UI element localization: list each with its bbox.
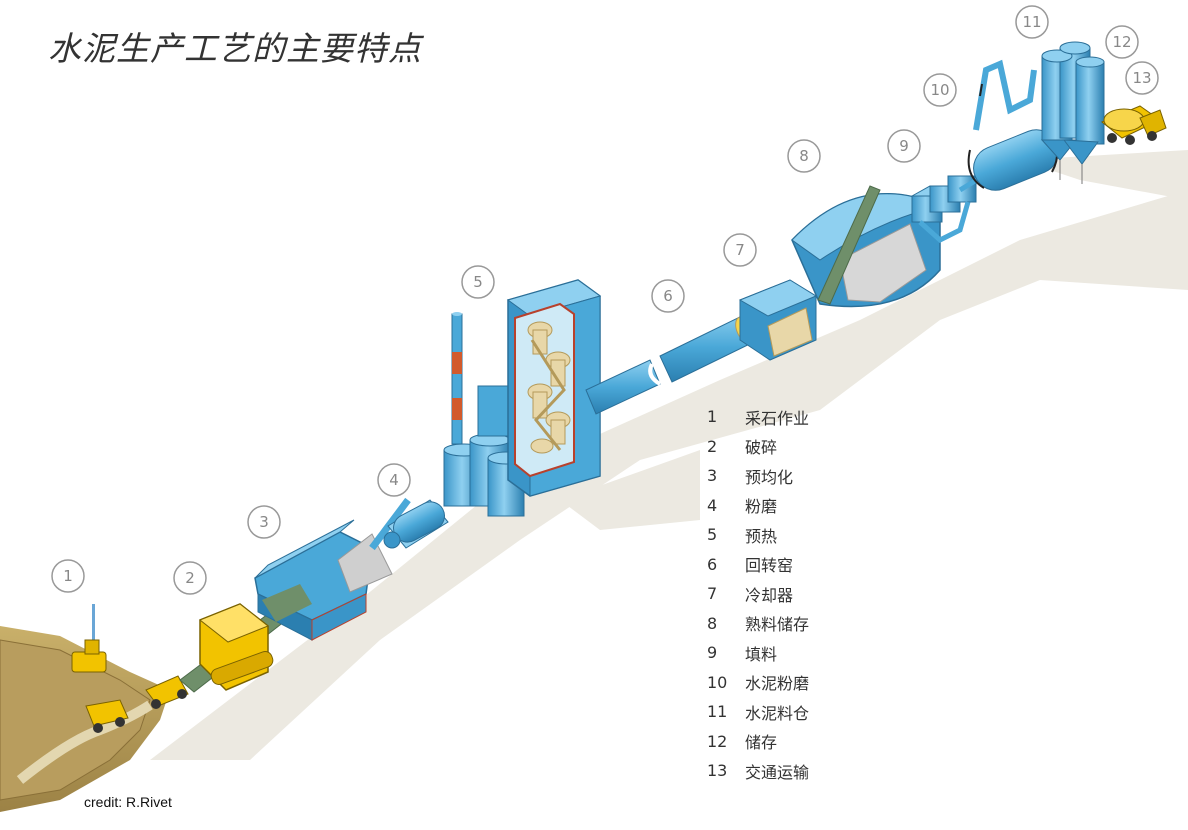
diagram-title: 水泥生产工艺的主要特点: [48, 29, 422, 68]
stage-badge-number: 11: [1022, 13, 1041, 31]
stage-badge-number: 13: [1132, 69, 1151, 87]
credit-text: credit: R.Rivet: [84, 794, 172, 810]
stage-badge-number: 9: [899, 137, 909, 155]
legend-number: 4: [707, 495, 718, 515]
drill-rig-icon: [71, 651, 107, 673]
stage-badge-11: 11: [1015, 5, 1049, 39]
stage-badge-number: 3: [259, 513, 269, 531]
legend-label: 交通运输: [745, 762, 810, 782]
legend-number: 12: [707, 731, 728, 751]
stage-badge-3: 3: [247, 505, 281, 539]
legend-item: 3 预均化: [707, 461, 809, 491]
legend-label: 破碎: [745, 438, 778, 458]
stage-badge-number: 1: [63, 567, 73, 585]
legend-item: 5 预热: [707, 520, 809, 550]
process-legend: 1 采石作业 2 破碎 3 预均化 4 粉磨 5 预热 6 回转窑 7 冷却器 8 熟料储存 9 填料 10 水泥粉磨…: [707, 402, 809, 786]
filling-silos: [910, 169, 992, 243]
chimney: [451, 313, 463, 445]
cement-silos: [1040, 41, 1105, 184]
stage-badge-number: 4: [389, 471, 399, 489]
clinker-cooler: [738, 279, 818, 361]
stage-badge-12: 12: [1105, 25, 1139, 59]
legend-label: 水泥料仓: [745, 703, 810, 723]
legend-label: 预热: [745, 526, 778, 546]
legend-item: 7 冷却器: [707, 579, 809, 609]
legend-number: 11: [707, 702, 728, 722]
ground-shadow-mid: [560, 450, 700, 530]
legend-item: 1 采石作业: [707, 402, 809, 432]
legend-number: 1: [707, 407, 718, 427]
legend-label: 预均化: [745, 467, 794, 487]
stage-badge-13: 13: [1125, 61, 1159, 95]
legend-label: 熟料储存: [745, 615, 810, 635]
legend-item: 9 填料: [707, 638, 809, 668]
stage-badge-number: 7: [735, 241, 745, 259]
stage-badge-number: 5: [473, 273, 483, 291]
stage-badge-number: 12: [1112, 33, 1131, 51]
legend-item: 8 熟料储存: [707, 609, 809, 639]
stage-badge-number: 2: [185, 569, 195, 587]
legend-item: 2 破碎: [707, 432, 809, 462]
legend-item: 4 粉磨: [707, 491, 809, 521]
preheater-tower: [506, 279, 602, 497]
cement-mill: [967, 59, 1059, 191]
legend-label: 采石作业: [745, 408, 810, 428]
legend-number: 5: [707, 525, 718, 545]
legend-item: 12 储存: [707, 727, 809, 757]
stage-badge-number: 10: [930, 81, 949, 99]
legend-item: 13 交通运输: [707, 756, 809, 786]
stockpile: [337, 533, 393, 593]
legend-label: 填料: [745, 644, 778, 664]
stage-badge-number: 8: [799, 147, 809, 165]
legend-number: 3: [707, 466, 718, 486]
legend-label: 储存: [745, 733, 778, 753]
stage-badge-number: 6: [663, 287, 673, 305]
legend-label: 冷却器: [745, 585, 794, 605]
legend-number: 9: [707, 643, 718, 663]
cement-truck-icon: [1101, 105, 1167, 145]
stage-badge-2: 2: [173, 561, 207, 595]
stage-badge-5: 5: [461, 265, 495, 299]
legend-item: 10 水泥粉磨: [707, 668, 809, 698]
stage-badge-8: 8: [787, 139, 821, 173]
legend-number: 6: [707, 554, 718, 574]
legend-number: 8: [707, 613, 718, 633]
stage-badge-6: 6: [651, 279, 685, 313]
legend-number: 7: [707, 584, 718, 604]
crusher-tracks: [210, 651, 274, 685]
legend-label: 回转窑: [745, 556, 794, 576]
legend-number: 13: [707, 761, 728, 781]
legend-label: 水泥粉磨: [745, 674, 810, 694]
legend-item: 6 回转窑: [707, 550, 809, 580]
stage-badge-4: 4: [377, 463, 411, 497]
stage-badge-10: 10: [923, 73, 957, 107]
clinker-storage-dome: [791, 185, 942, 308]
stage-badge-7: 7: [723, 233, 757, 267]
ground-shadow: [150, 190, 1188, 760]
legend-number: 2: [707, 436, 718, 456]
drill-mast-icon: [92, 604, 95, 654]
legend-item: 11 水泥料仓: [707, 697, 809, 727]
stage-badge-9: 9: [887, 129, 921, 163]
legend-number: 10: [707, 672, 728, 692]
stage-badge-1: 1: [51, 559, 85, 593]
legend-label: 粉磨: [745, 497, 778, 517]
ground-shadow-right: [1020, 150, 1188, 200]
feed-pipe: [369, 497, 411, 551]
